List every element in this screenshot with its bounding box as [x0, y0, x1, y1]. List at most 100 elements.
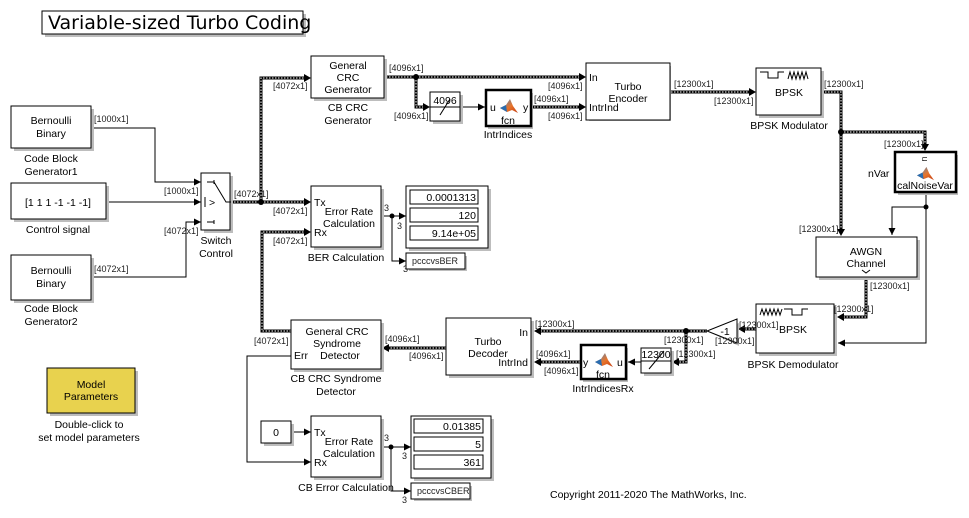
bus-encoder-bpskmod[interactable] — [671, 88, 756, 96]
awgn-channel-block[interactable]: AWGN Channel — [815, 236, 920, 280]
signal-dim-label: [12300x1] — [714, 96, 754, 106]
block-caption: Detector — [316, 386, 356, 398]
block-caption: Switch — [201, 235, 232, 247]
function-name: fcn — [596, 369, 610, 381]
bit-count-value: 9.14e+05 — [432, 228, 476, 240]
signal-dim-label: [12300x1] — [834, 304, 874, 314]
block-caption: nVar — [868, 168, 890, 180]
block-text: BPSK — [775, 87, 803, 99]
signal-dim-label: [4096x1] — [409, 351, 444, 361]
bernoulli-binary-block-1[interactable]: Bernoulli Binary Code Block Generator1 — [10, 105, 94, 178]
cb-error-calculation-block[interactable]: Tx Rx Error Rate Calculation CB Error Ca… — [298, 415, 394, 494]
reshape-block-rx[interactable]: 12300 — [640, 347, 674, 376]
block-caption: Generator2 — [24, 316, 77, 328]
bus-decoder-crcdet[interactable] — [382, 344, 446, 352]
bus-gain-out[interactable] — [534, 327, 707, 366]
bus-crcgen-out[interactable] — [386, 73, 586, 111]
signal-dim-label: 3 — [397, 221, 402, 231]
crc-syndrome-detector-block[interactable]: General CRC Syndrome Detector Err CB CRC… — [290, 319, 384, 398]
signal-dim-label: [4096x1] — [536, 349, 571, 359]
error-count-value: 120 — [458, 210, 476, 222]
cb-to-workspace-block[interactable]: pcccvsCBER — [410, 482, 472, 501]
block-text: Error Rate — [325, 436, 374, 448]
zero-constant-block[interactable]: 0 — [260, 420, 294, 446]
block-caption: IntrIndicesRx — [572, 383, 634, 395]
cb-display-block[interactable]: 0.01385 5 361 — [410, 415, 494, 481]
block-caption: CB Error Calculation — [298, 482, 394, 494]
block-text: AWGN — [850, 246, 882, 258]
block-text: CRC — [337, 72, 360, 84]
signal-dim-label: [4072x1] — [273, 206, 308, 216]
crc-generator-block[interactable]: General CRC Generator CB CRC Generator — [310, 55, 387, 127]
turbo-decoder-block[interactable]: In IntrInd Turbo Decoder — [445, 317, 534, 378]
wire-bern2-switch[interactable] — [92, 218, 201, 278]
bus-demod-gain[interactable] — [738, 325, 756, 333]
block-caption: Code Block — [24, 303, 78, 315]
calnoisevar-function-block[interactable]: u calNoiseVar nVar — [868, 150, 958, 195]
port-label: In — [589, 72, 598, 84]
block-caption: Code Block — [24, 153, 78, 165]
signal-dim-label: [4072x1] — [273, 236, 308, 246]
wire-bern1-switch[interactable] — [92, 127, 201, 186]
block-text: Calculation — [323, 218, 375, 230]
wire-err-cbcalc[interactable] — [246, 355, 311, 466]
modulation-waveform-icon — [759, 307, 808, 317]
signal-dim-label: [4096x1] — [534, 94, 569, 104]
block-caption: BPSK Modulator — [750, 120, 828, 132]
block-caption: Double-click to — [55, 419, 124, 431]
block-text: BPSK — [779, 324, 807, 336]
turbo-encoder-block[interactable]: In IntrInd Turbo Encoder — [585, 62, 671, 121]
function-name: calNoiseVar — [897, 180, 953, 192]
signal-dim-label: [4096x1] — [389, 63, 424, 73]
block-text: Turbo — [474, 336, 501, 348]
signal-dim-label: [4096x1] — [394, 111, 429, 121]
block-text: Detector — [320, 350, 360, 362]
model-parameters-block[interactable]: Model Parameters Double-click to set mod… — [38, 367, 140, 444]
block-text: Calculation — [323, 448, 375, 460]
signal-dim-label: [4072x1] — [234, 189, 269, 199]
workspace-variable: pcccvsBER — [412, 256, 459, 266]
wire-ber-workspace[interactable] — [391, 216, 406, 265]
intrindices-function-block[interactable]: u y fcn IntrIndices — [484, 88, 533, 141]
port-label: y — [523, 102, 529, 114]
port-label: u — [490, 102, 496, 114]
signal-dim-label: 3 — [384, 433, 389, 443]
signal-dim-label: 3 — [384, 203, 389, 213]
signal-dim-label: [12300x1] — [870, 281, 910, 291]
bus-awgn-demod[interactable] — [837, 278, 868, 321]
signal-dim-label: [4072x1] — [254, 336, 289, 346]
control-signal-block[interactable]: [1 1 1 -1 -1 -1] Control signal — [10, 182, 109, 236]
bus-bpskmod-out[interactable] — [822, 90, 929, 236]
block-caption: Control signal — [26, 224, 90, 236]
block-caption: BPSK Demodulator — [747, 359, 839, 371]
bus-intrind-encoder[interactable] — [531, 103, 586, 111]
gain-block[interactable]: -1 — [705, 318, 739, 346]
workspace-variable: pcccvsCBER — [417, 486, 470, 496]
reshape-size: 4096 — [433, 95, 457, 107]
block-text: General CRC — [305, 326, 368, 338]
port-label: Err — [294, 350, 309, 362]
port-label: Rx — [314, 227, 328, 239]
bus-crcdet-ber[interactable] — [260, 228, 311, 333]
ber-to-workspace-block[interactable]: pcccvsBER — [405, 252, 467, 271]
port-label: Tx — [314, 427, 326, 439]
bpsk-modulator-block[interactable]: BPSK BPSK Modulator — [750, 67, 828, 132]
block-text: Model — [77, 379, 106, 391]
ber-value: 0.0001313 — [426, 192, 476, 204]
ber-calculation-block[interactable]: Tx Rx Error Rate Calculation BER Calcula… — [308, 185, 385, 264]
bus-switch-out[interactable] — [231, 74, 311, 206]
wire-cb-workspace[interactable] — [390, 447, 411, 495]
signal-dim-label: 3 — [402, 451, 407, 461]
wire-nvar-demod[interactable] — [838, 193, 927, 347]
block-caption: set model parameters — [38, 432, 140, 444]
switch-control-block[interactable]: > Switch Control — [199, 172, 233, 260]
block-text: Channel — [846, 258, 885, 270]
intrindicesrx-function-block[interactable]: y u fcn IntrIndicesRx — [572, 343, 634, 395]
ber-display-block[interactable]: 0.0001313 120 9.14e+05 — [405, 185, 491, 251]
reshape-block-tx[interactable]: 4096 — [429, 91, 463, 124]
bpsk-demodulator-block[interactable]: BPSK BPSK Demodulator — [747, 303, 839, 371]
wire-nvar-awgn[interactable] — [888, 206, 926, 235]
bus-intrindrx-decoder[interactable] — [534, 358, 580, 366]
bernoulli-binary-block-2[interactable]: Bernoulli Binary Code Block Generator2 — [10, 254, 94, 328]
signal-dim-label: [4072x1] — [164, 226, 199, 236]
